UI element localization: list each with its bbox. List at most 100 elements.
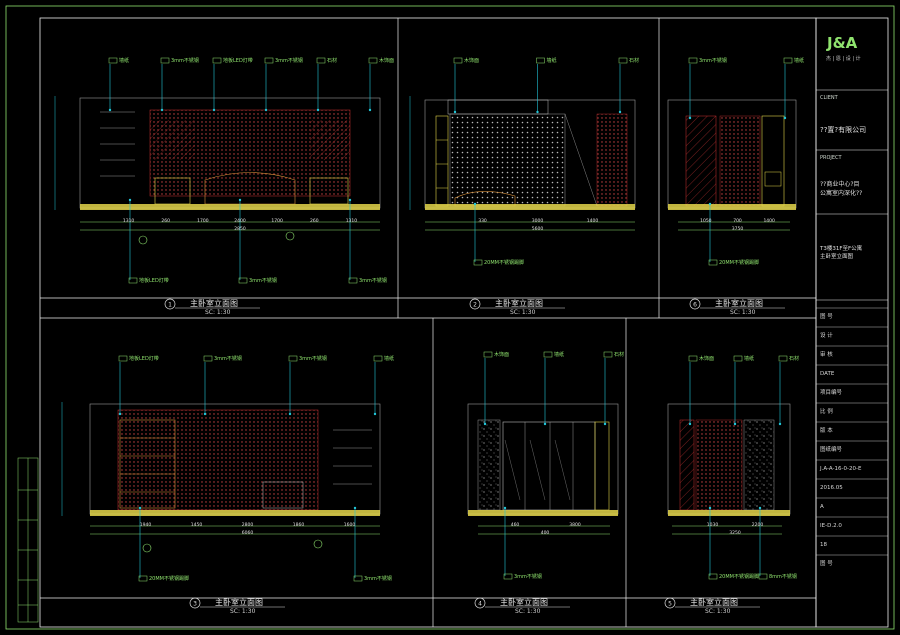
dimension-value: 260 [310,218,319,224]
dimension-value: 1860 [293,522,305,528]
material-label: 3mm不锈钢 [275,57,303,64]
leader-tag [473,259,483,266]
leader-dot [503,506,507,510]
outer-frame [5,5,895,630]
dimension-value: 460 [511,522,520,528]
view-number-bubble [664,597,676,609]
panel-grid [40,18,816,627]
material-label: 3mm不锈钢 [171,57,199,64]
dimension-value: 260 [161,218,170,224]
title-block-row: 2016.05 [820,485,843,491]
leader-dot [708,506,712,510]
view-title: 主卧室立面图 [500,597,548,607]
leader-dot [373,412,377,416]
view-number-bubble [469,298,481,310]
leader-tag [783,57,793,64]
view-scale: SC: 1:30 [205,309,231,316]
leader-tag [138,575,148,582]
dimension-value: 1310 [346,218,358,224]
leader-tag [264,57,274,64]
leader-dot [353,506,357,510]
logo-mark: J&A [826,34,858,52]
material-label: 石材 [614,351,624,358]
leader-tag [160,57,170,64]
leader-tag [543,351,553,358]
leader-tag [128,277,138,284]
project-label: PROJECT [820,155,843,161]
leader-dot [733,422,737,426]
title-block-row: 图 号 [820,312,833,320]
dimension-value: 2400 [234,218,246,224]
dimension-value: 1450 [191,522,203,528]
material-label: 地板LED灯带 [223,57,253,64]
dimension-value: 1030 [707,522,719,528]
logo-subtitle: 杰 | 恩 | 设 | 计 [826,55,861,62]
material-label: 20MM不锈钢踢脚 [719,573,759,580]
title-block-row: 审 核 [820,350,833,358]
leader-tag [778,355,788,362]
leader-dot [483,422,487,426]
view-title: 主卧室立面图 [190,298,238,308]
view-number: 4 [478,601,482,608]
material-label: 墙纸 [547,57,557,64]
view-scale: SC: 1:30 [515,608,541,615]
material-label: 20MM不锈钢踢脚 [719,259,759,266]
leader-dot [203,412,207,416]
view-scale: SC: 1:30 [510,309,536,316]
dimension-value: 1940 [140,522,152,528]
material-label: 墙纸 [554,351,564,358]
title-block-row: 版 本 [820,426,833,434]
leader-dot [473,202,477,206]
leader-dot [536,110,539,114]
leader-dot [160,108,164,112]
left-ruler [17,457,39,623]
elevation-view-3 [61,402,381,553]
leader-tag [118,355,128,362]
title-block-row: 图纸编号 [820,445,843,453]
leader-tag [618,57,628,64]
leader-dot [688,422,692,426]
leader-dot [688,116,692,120]
leader-dot [603,422,607,426]
title-block-row: IE-D.2.0 [820,523,842,529]
material-label: 石材 [327,57,337,64]
dimension-value: 1600 [344,522,356,528]
material-label: 8mm不锈钢 [769,573,797,580]
view-number: 2 [473,302,477,309]
dimension-value: 3000 [532,218,544,224]
client-name: ??置?有限公司 [820,125,866,134]
elevation-view-4 [467,403,619,535]
title-block-row: 设 计 [820,331,833,339]
leader-tag [483,351,493,358]
view-number-bubble [474,597,486,609]
leader-tag [368,57,378,64]
leader-dot [212,108,216,112]
title-block-row: 图 号 [820,559,833,567]
view-number-bubble [689,298,701,310]
leader-tag [373,355,383,362]
leader-dot [778,422,782,426]
material-label: 地板LED灯带 [139,277,169,284]
dimension-value: 3750 [732,226,744,232]
dimension-value: 1400 [763,218,775,224]
leader-tag [536,57,545,64]
elevation-view-6 [667,99,797,231]
leader-dot [288,412,292,416]
title-block-row: DATE [820,371,835,377]
title-block: J&A 杰 | 恩 | 设 | 计 CLIENT ??置?有限公司 PROJEC… [816,34,888,567]
dimension-value: 1400 [587,218,599,224]
material-label: 石材 [629,57,639,64]
title-block-row: A [820,504,824,510]
leader-dot [138,506,142,510]
material-label: 墙纸 [794,57,804,64]
material-label: 3mm不锈钢 [359,277,387,284]
leader-tag [212,57,222,64]
elevation-view-2 [409,96,636,231]
dimension-value: 2200 [752,522,764,528]
